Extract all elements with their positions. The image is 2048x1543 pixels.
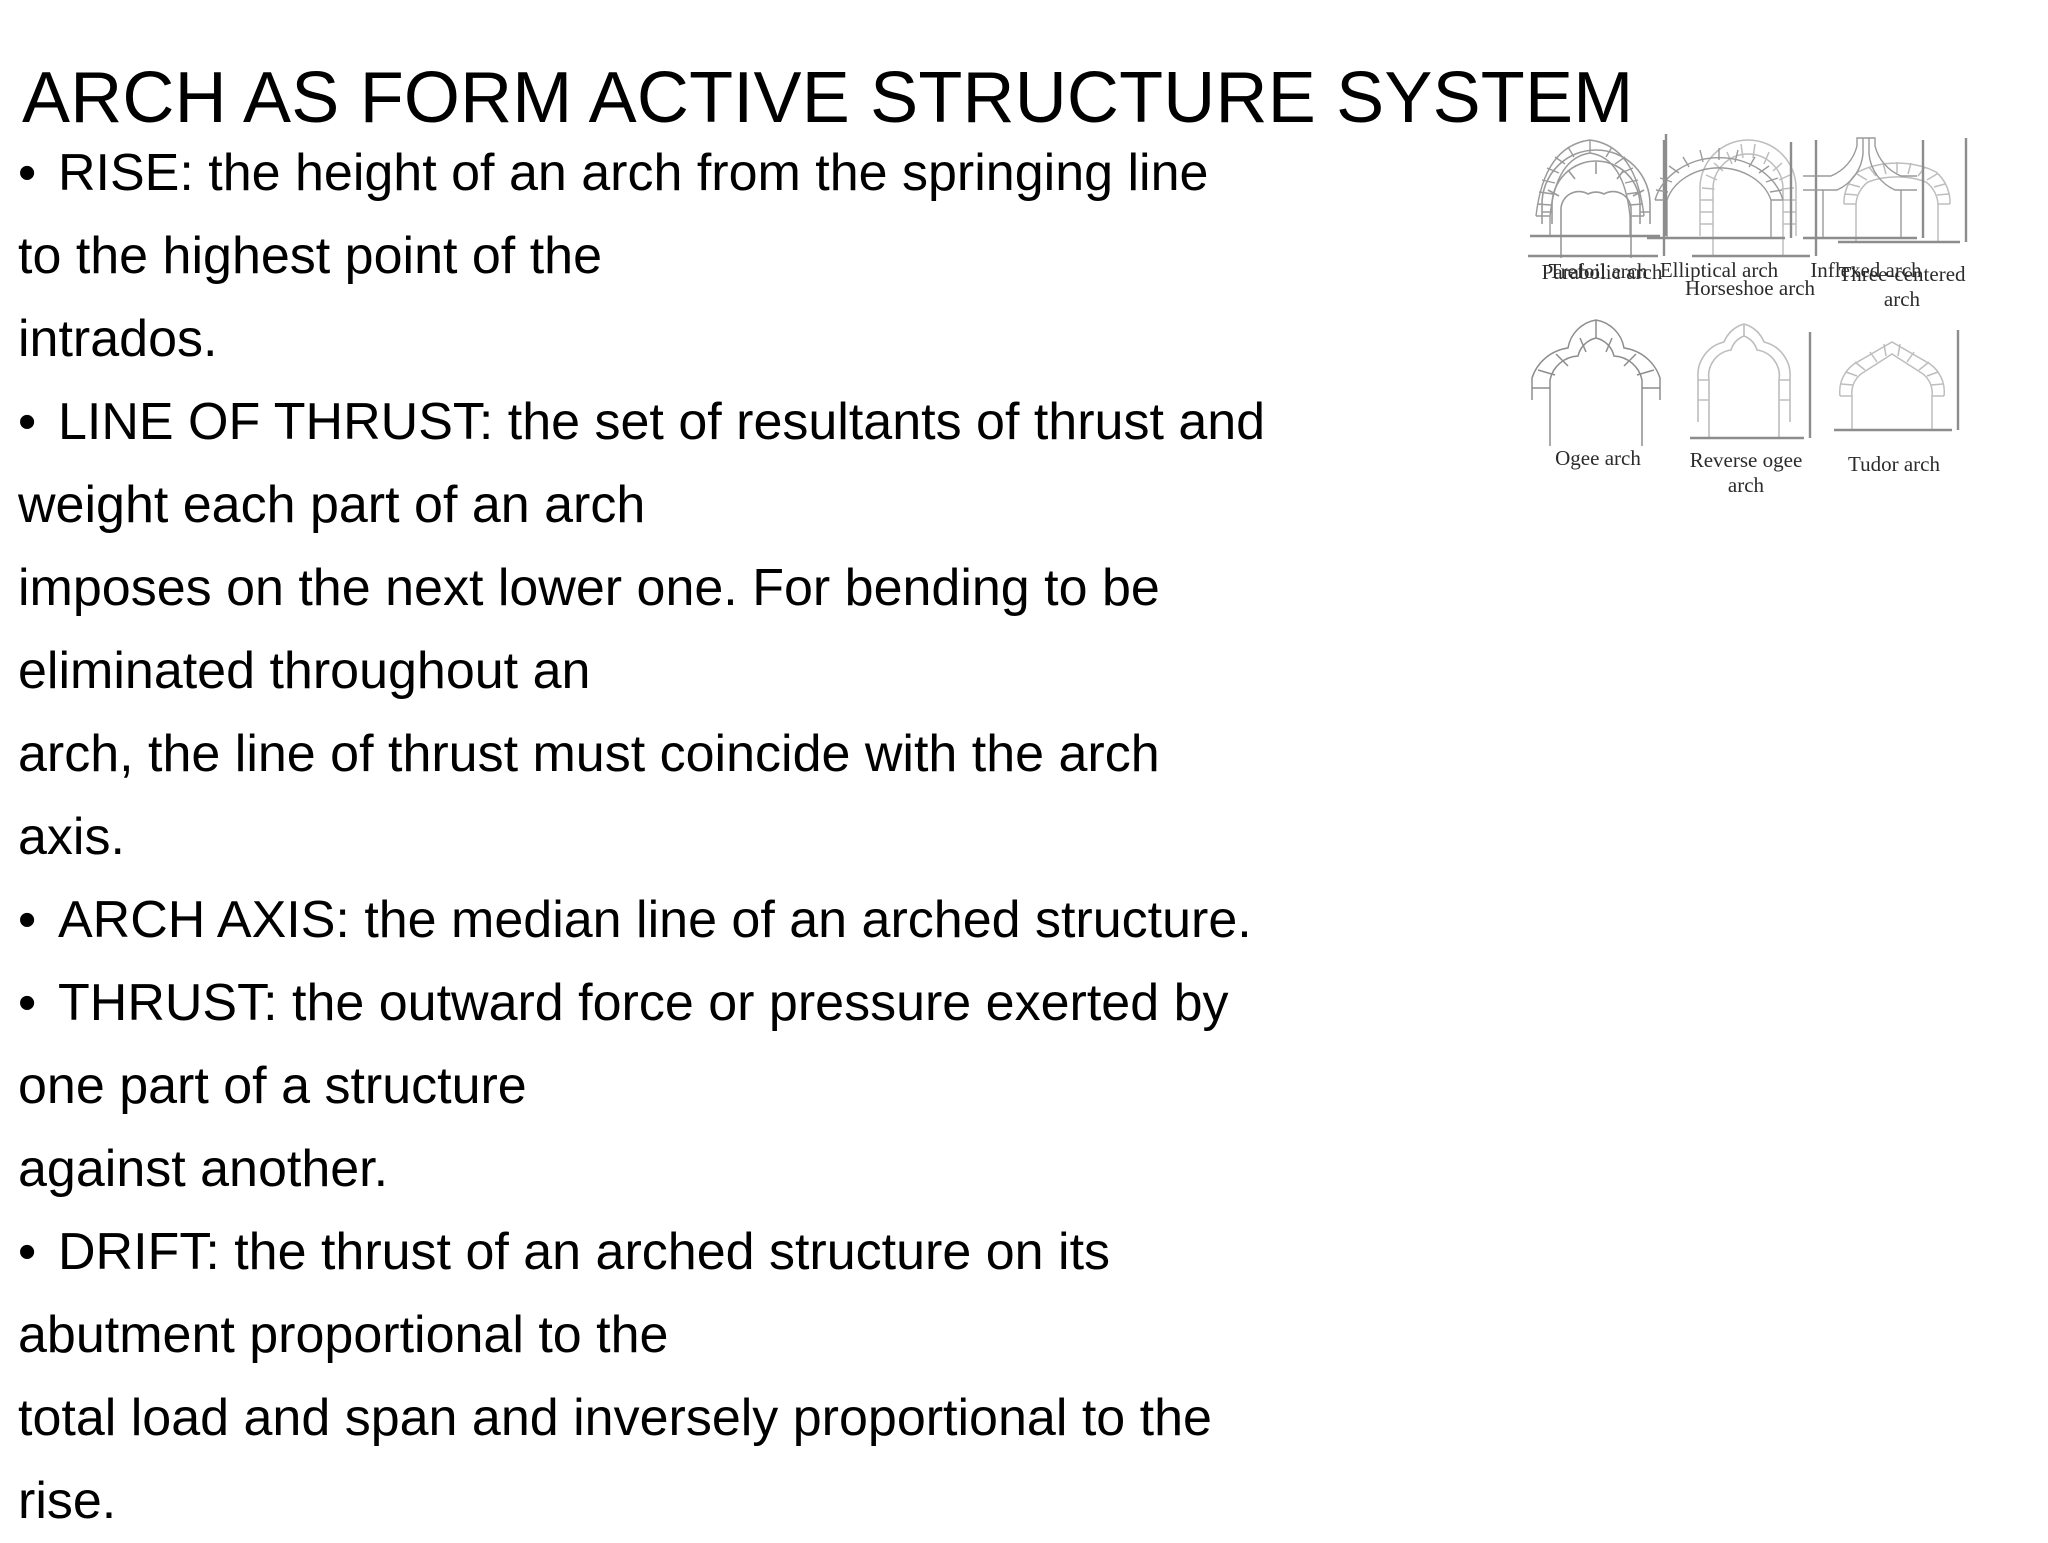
body-line: rise.	[18, 1472, 117, 1530]
reverse-ogee-arch-icon	[1676, 316, 1816, 446]
arch-caption: Reverse ogee arch	[1689, 448, 1803, 497]
body-text-block: RISE: the height of an arch from the spr…	[18, 132, 1538, 1543]
body-line: arch, the line of thrust must coincide w…	[18, 725, 1160, 783]
arch-caption: Elliptical arch	[1659, 258, 1779, 282]
ogee-arch-icon	[1528, 316, 1668, 446]
arch-row: Trefoil arch	[1528, 132, 1972, 312]
arch-cell-reverse-ogee-arch: Reverse ogee arch	[1676, 316, 1816, 498]
arch-caption: Parabolic arch	[1541, 260, 1663, 284]
body-line: axis.	[18, 808, 125, 866]
body-line: total load and span and inversely propor…	[18, 1389, 1212, 1447]
arch-types-figure: Trefoil arch	[1528, 132, 2040, 872]
arch-caption: Horseshoe arch	[1684, 276, 1816, 300]
horseshoe-arch-icon	[1680, 132, 1820, 258]
page-title: ARCH AS FORM ACTIVE STRUCTURE SYSTEM	[22, 58, 1634, 139]
arch-cell-ogee-arch: Ogee arch	[1528, 316, 1668, 498]
arch-caption: Three-centered arch	[1838, 262, 1966, 311]
arch-cell-three-centered-arch: Three-centered arch	[1832, 132, 1972, 312]
tudor-arch-icon	[1824, 316, 1964, 446]
body-line: ARCH AXIS: the median line of an arched …	[18, 879, 1538, 962]
arch-cell-elliptical-arch: Elliptical arch	[1643, 132, 1795, 283]
arch-caption: Tudor arch	[1848, 452, 1940, 476]
inflexed-arch-icon	[1801, 132, 1931, 254]
body-line: DRIFT: the thrust of an arched structure…	[18, 1211, 1538, 1294]
arch-row: Elliptical arch	[1643, 132, 1931, 283]
body-line: LINE OF THRUST: the set of resultants of…	[18, 381, 1538, 464]
arch-cell-horseshoe-arch: Horseshoe arch	[1680, 132, 1820, 312]
arch-cell-tudor-arch: Tudor arch	[1824, 316, 1964, 498]
arch-cell-trefoil-arch: Trefoil arch	[1528, 132, 1668, 312]
body-line: imposes on the next lower one. For bendi…	[18, 559, 1160, 617]
arch-cell-inflexed-arch: Inflexed arch	[1801, 132, 1931, 283]
arch-caption: Inflexed arch	[1810, 258, 1922, 282]
body-line: to the highest point of the	[18, 227, 602, 285]
arch-caption: Ogee arch	[1555, 446, 1641, 470]
body-line: one part of a structure	[18, 1057, 527, 1115]
body-line: THRUST: the outward force or pressure ex…	[18, 962, 1538, 1045]
arch-row: Ogee arch	[1528, 316, 1964, 498]
arch-row: Parabolic arch	[1528, 132, 1676, 285]
body-line: weight each part of an arch	[18, 476, 646, 534]
body-line: against another.	[18, 1140, 389, 1198]
body-line: abutment proportional to the	[18, 1306, 669, 1364]
arch-caption: Trefoil arch	[1548, 259, 1648, 283]
body-line: RISE: the height of an arch from the spr…	[18, 132, 1538, 215]
parabolic-arch-icon	[1528, 132, 1676, 252]
body-line: intrados.	[18, 310, 218, 368]
arch-cell-parabolic-arch: Parabolic arch	[1528, 132, 1676, 285]
body-line: eliminated throughout an	[18, 642, 591, 700]
